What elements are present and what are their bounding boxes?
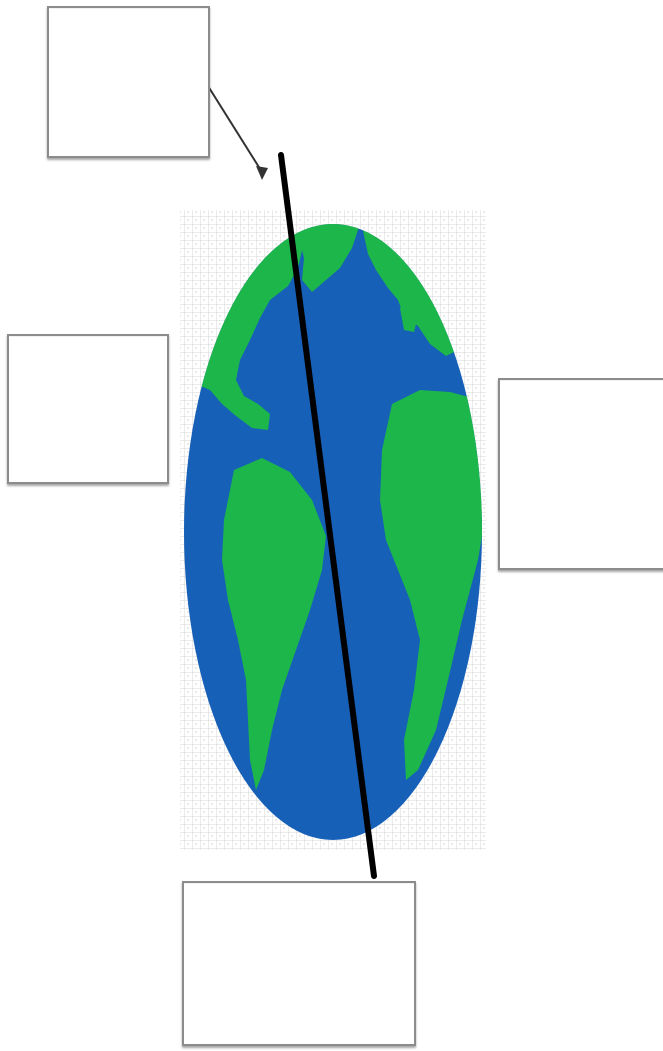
- label-box-right[interactable]: [498, 378, 663, 570]
- label-box-top-left[interactable]: [47, 6, 210, 158]
- label-box-middle-left[interactable]: [7, 334, 169, 484]
- arrow-pointer: [208, 86, 268, 180]
- label-box-bottom[interactable]: [182, 881, 416, 1046]
